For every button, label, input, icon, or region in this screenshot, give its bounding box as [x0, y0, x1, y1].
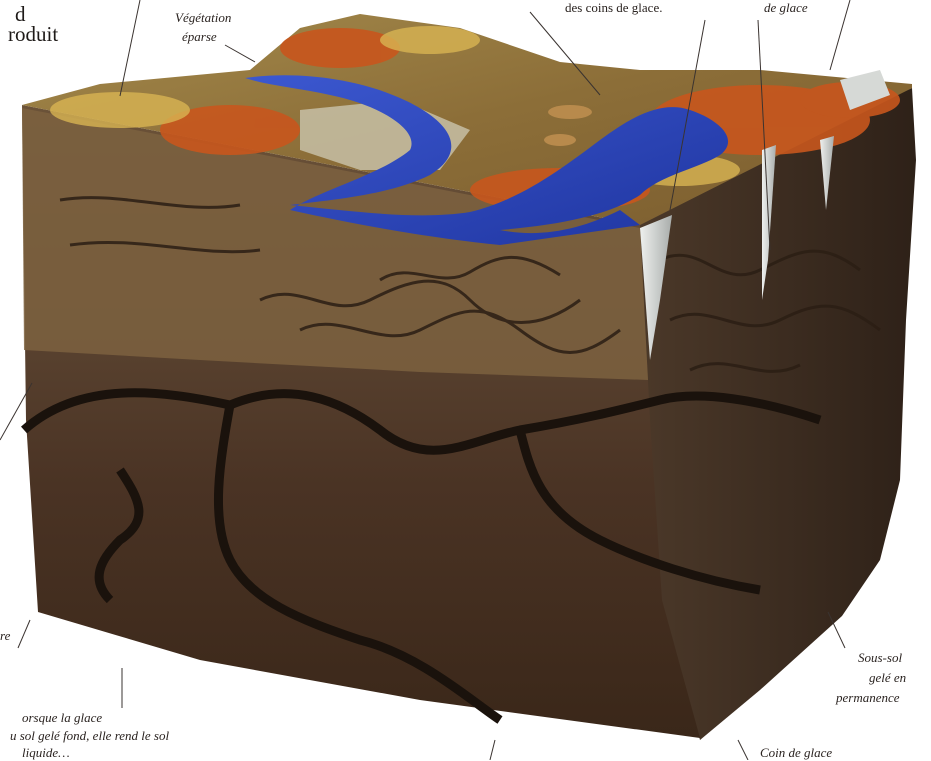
label-ice-wedge: de glace	[764, 0, 808, 16]
label-permafrost: permanence	[836, 690, 900, 706]
label-vegetation: Végétation	[175, 10, 231, 26]
caption-thaw: orsque la glace	[22, 710, 102, 726]
label-cut-left: re	[0, 628, 10, 644]
label-ice-wedge-bottom: Coin de glace	[760, 745, 832, 761]
caption-fragment-top-left: roduit	[8, 22, 58, 47]
lake-island	[544, 134, 576, 146]
caption-thaw: liquide…	[22, 745, 70, 761]
lake-island	[548, 105, 592, 119]
caption-thaw: u sol gelé fond, elle rend le sol	[10, 728, 169, 744]
label-permafrost: gelé en	[869, 670, 906, 686]
label-permafrost: Sous-sol	[858, 650, 902, 666]
label-ice-wedges-top: des coins de glace.	[565, 0, 662, 16]
label-vegetation: éparse	[182, 29, 217, 45]
